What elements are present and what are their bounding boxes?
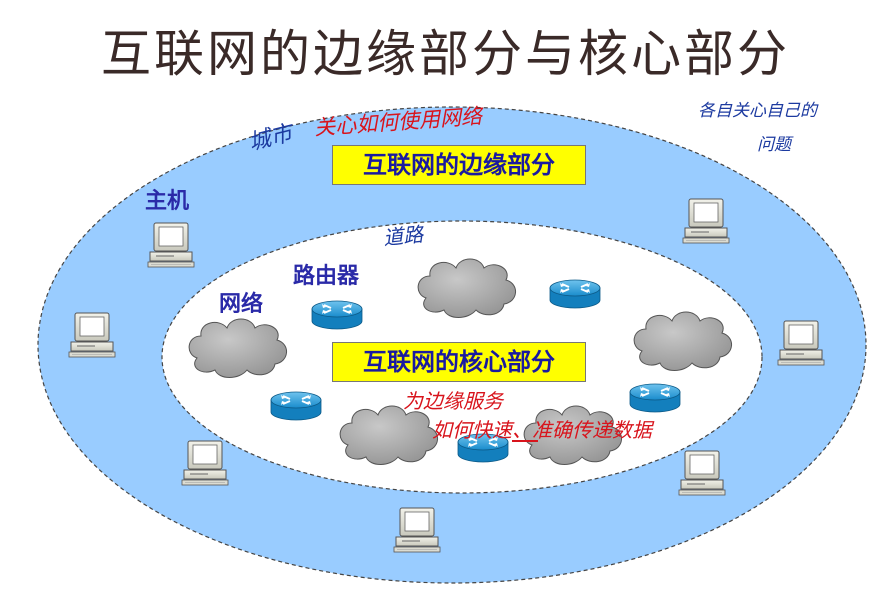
router-icon [629, 383, 681, 413]
host-computer-icon [147, 222, 195, 268]
host-label: 主机 [145, 189, 190, 214]
router-icon [270, 391, 322, 421]
edge-label-box: 互联网的边缘部分 [332, 145, 586, 185]
router-label: 路由器 [293, 264, 360, 289]
host-computer-icon [181, 440, 229, 486]
handwritten-road: 道路 [382, 221, 425, 251]
handwritten-core-note-1: 为边缘服务 [403, 389, 503, 413]
network-cloud-icon [417, 258, 517, 318]
handwritten-core-note-2: 如何快速、准确传递数据 [432, 418, 652, 442]
network-cloud-icon [188, 318, 288, 378]
handwritten-top-right-line-1: 各自关心自己的 [698, 101, 817, 121]
slide-title: 互联网的边缘部分与核心部分 [101, 25, 790, 83]
handwritten-top-right-line-2: 问题 [757, 135, 791, 155]
core-label-box: 互联网的核心部分 [332, 342, 586, 382]
host-computer-icon [393, 507, 441, 553]
router-icon [549, 279, 601, 309]
host-computer-icon [682, 198, 730, 244]
host-computer-icon [777, 320, 825, 366]
host-computer-icon [68, 312, 116, 358]
network-label: 网络 [219, 292, 264, 317]
host-computer-icon [678, 450, 726, 496]
router-icon [311, 300, 363, 330]
network-cloud-icon [633, 311, 733, 371]
network-cloud-icon [339, 405, 439, 465]
